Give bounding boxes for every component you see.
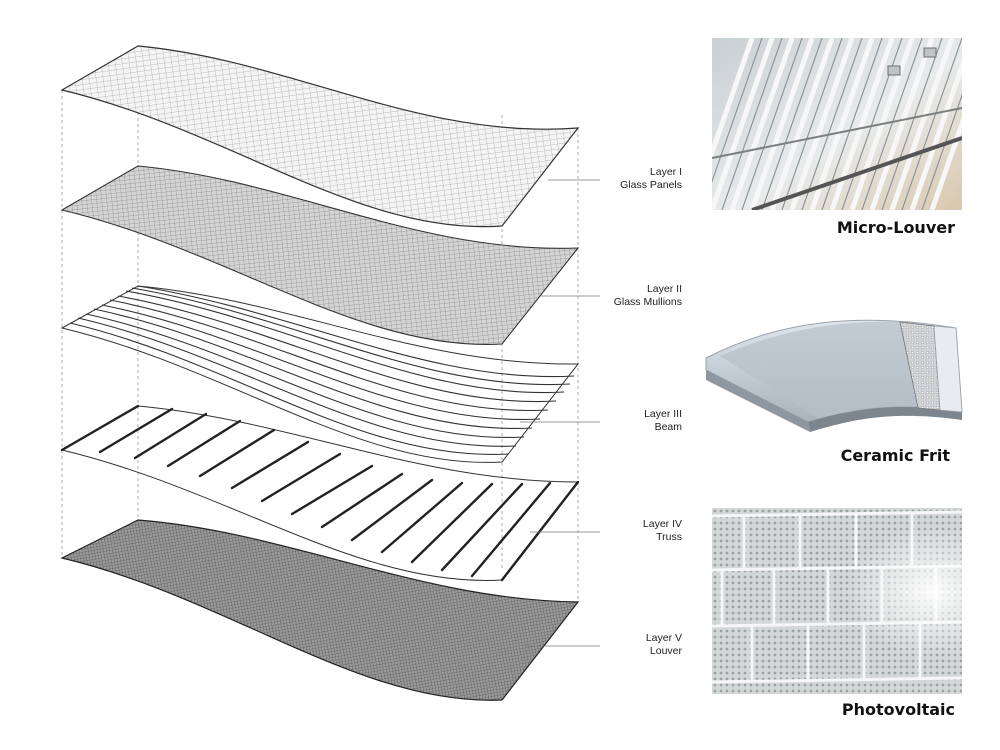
layer-5-label: Layer V Louver — [646, 632, 682, 658]
layer-4-subtitle: Truss — [656, 531, 682, 543]
layer-4-title: Layer IV — [642, 518, 682, 530]
photovoltaic-photo — [712, 508, 962, 694]
layer-1-subtitle: Glass Panels — [620, 179, 682, 191]
layer-5-louver-surface — [60, 519, 580, 701]
label-leader-lines — [520, 179, 600, 647]
layer-3-title: Layer III — [644, 408, 682, 420]
micro-louver-caption: Micro-Louver — [836, 218, 955, 237]
layer-1-label: Layer I Glass Panels — [620, 166, 682, 192]
layer-3-label: Layer III Beam — [644, 408, 682, 434]
layer-5-subtitle: Louver — [649, 645, 682, 657]
ceramic-frit-caption: Ceramic Frit — [840, 446, 950, 465]
layer-2-glass-mullions-surface — [60, 165, 580, 345]
layer-3-beam-structure — [60, 285, 580, 463]
layer-5-title: Layer V — [645, 632, 682, 644]
layer-1-glass-panels-surface — [60, 45, 580, 228]
layer-1-title: Layer I — [649, 166, 682, 178]
exploded-layer-diagram — [60, 45, 600, 701]
layer-3-subtitle: Beam — [654, 421, 682, 433]
alignment-guides — [61, 46, 579, 602]
layer-2-title: Layer II — [646, 283, 682, 295]
layer-4-truss-structure — [60, 404, 580, 582]
micro-louver-photo — [712, 38, 962, 210]
ceramic-frit-illustration — [700, 300, 970, 440]
layer-4-label: Layer IV Truss — [643, 518, 682, 544]
layer-2-subtitle: Glass Mullions — [613, 296, 682, 308]
layer-2-label: Layer II Glass Mullions — [614, 283, 682, 309]
photovoltaic-caption: Photovoltaic — [841, 700, 955, 719]
